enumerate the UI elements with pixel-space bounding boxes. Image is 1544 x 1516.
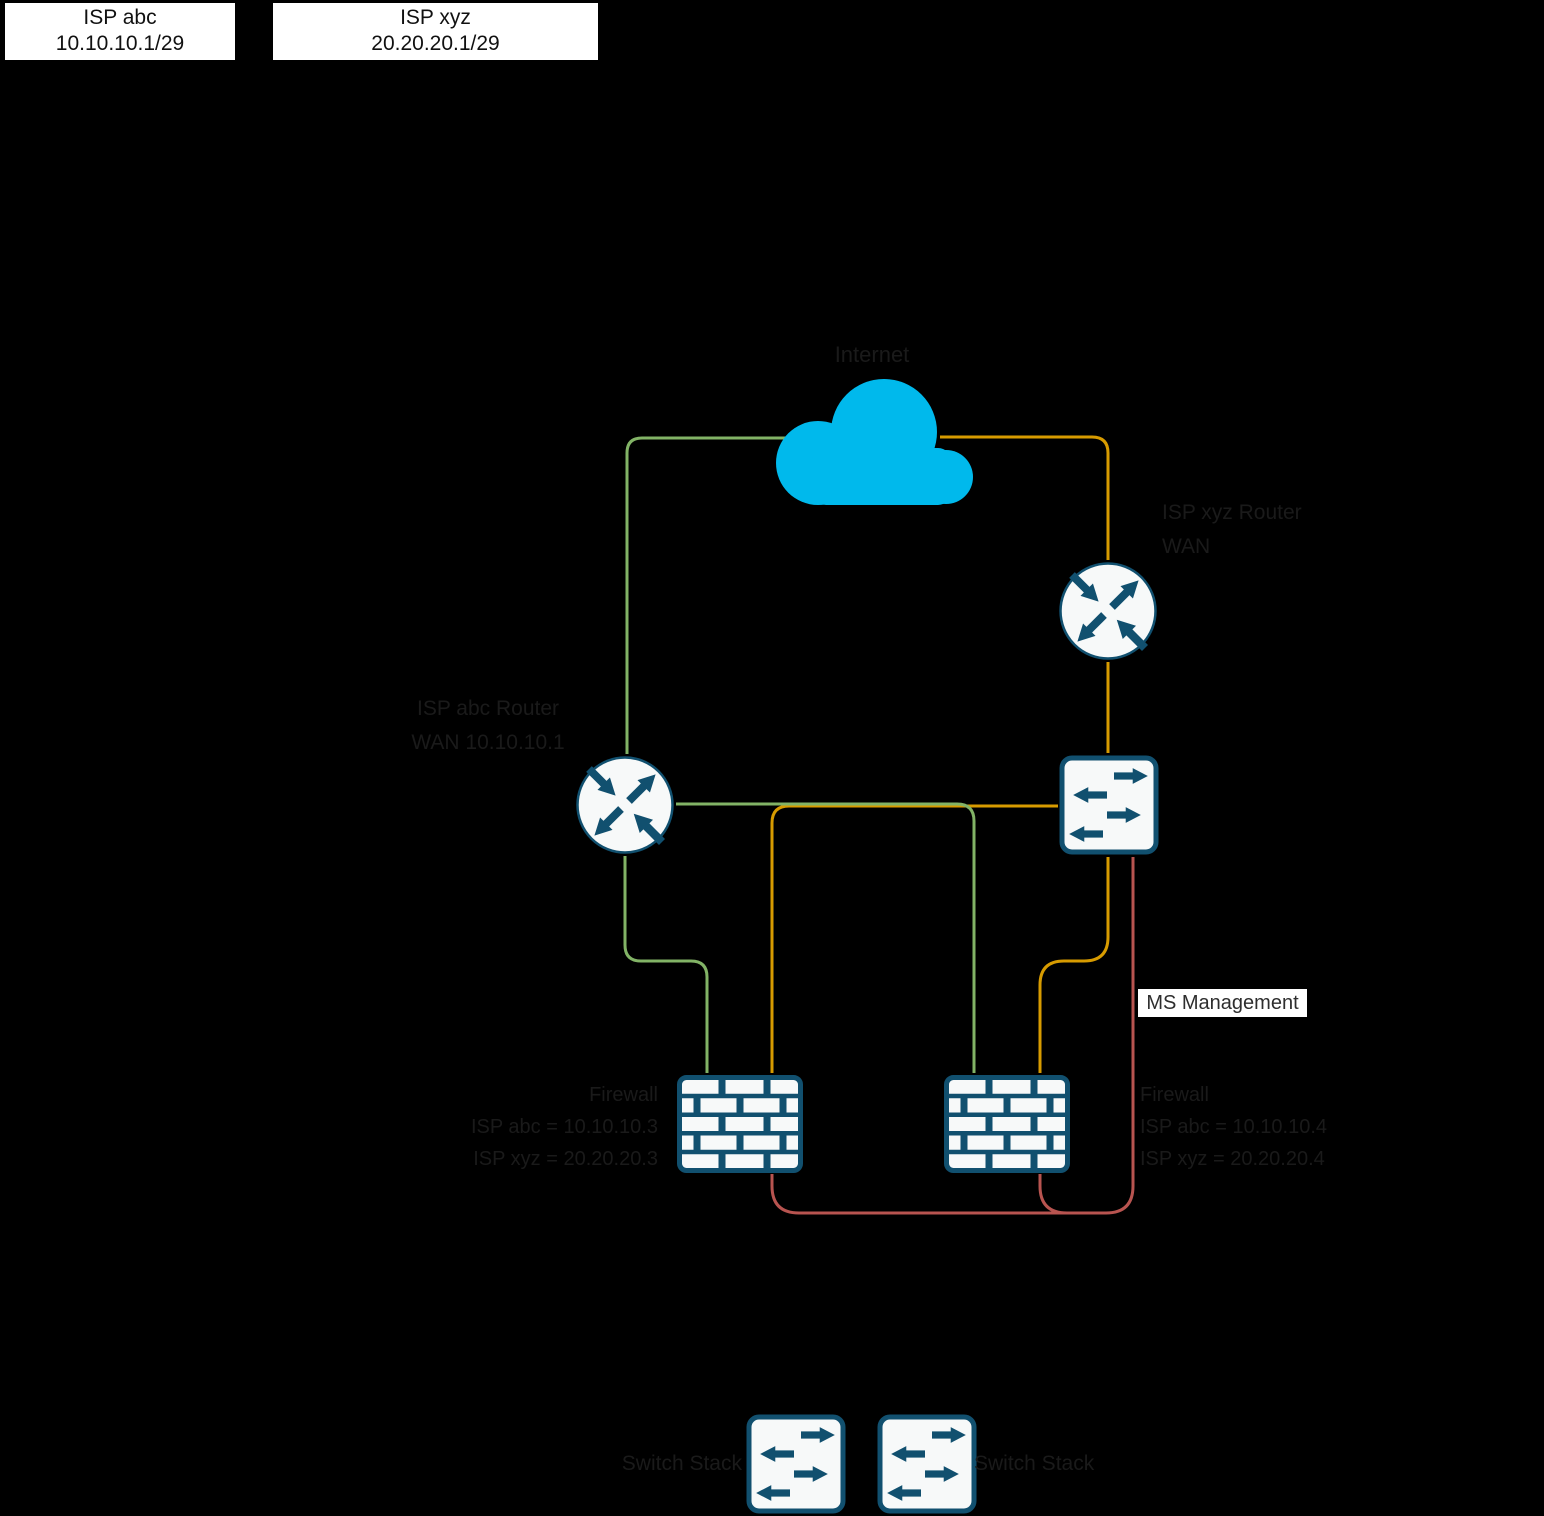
link-cloud-to-xyz-router — [940, 435, 1110, 560]
legend-isp-xyz-name: ISP xyz — [400, 6, 471, 29]
switch-stack-left-label: Switch Stack — [621, 1452, 742, 1475]
right-firewall-icon — [947, 1078, 1068, 1171]
legend-isp-abc-name: ISP abc — [83, 6, 157, 29]
isp-xyz-router-label-line2: WAN — [1162, 535, 1211, 558]
legend-isp-xyz: ISP xyz 20.20.20.1/29 — [273, 3, 598, 60]
switch-stack-right-icon — [880, 1417, 974, 1511]
switch-stack-right-label: Switch Stack — [974, 1452, 1095, 1475]
firewall-right-label: Firewall ISP abc = 10.10.10.4 ISP xyz = … — [1140, 1079, 1327, 1175]
isp-xyz-router-icon — [1061, 564, 1156, 659]
firewall-left-label-line3: ISP xyz = 20.20.20.3 — [473, 1148, 658, 1170]
switch-stack-left-icon — [749, 1417, 843, 1511]
firewall-left-label: Firewall ISP abc = 10.10.10.3 ISP xyz = … — [380, 1079, 658, 1175]
legend-isp-abc: ISP abc 10.10.10.1/29 — [5, 3, 235, 60]
link-wan-switch-to-left-firewall — [770, 804, 1058, 1073]
isp-abc-router-label: ISP abc Router WAN 10.10.10.1 — [378, 692, 598, 760]
internet-cloud-icon — [776, 379, 973, 505]
link-wan-switch-to-right-firewall — [1038, 857, 1110, 1073]
isp-xyz-router-label: ISP xyz Router WAN — [1162, 496, 1302, 564]
link-abc-router-to-right-firewall — [676, 802, 976, 1073]
firewall-left-label-line1: Firewall — [589, 1084, 658, 1106]
firewall-right-label-line2: ISP abc = 10.10.10.4 — [1140, 1116, 1328, 1138]
legend-isp-xyz-cidr: 20.20.20.1/29 — [371, 32, 500, 55]
legend-isp-abc-cidr: 10.10.10.1/29 — [55, 32, 185, 55]
isp-abc-router-icon — [578, 758, 673, 853]
left-firewall-icon — [680, 1078, 801, 1171]
firewall-left-label-line2: ISP abc = 10.10.10.3 — [470, 1116, 658, 1138]
internet-label: Internet — [834, 342, 910, 367]
isp-abc-router-label-line2: WAN 10.10.10.1 — [411, 731, 565, 754]
link-abc-router-to-left-firewall — [623, 856, 709, 1073]
isp-xyz-router-label-line1: ISP xyz Router — [1162, 501, 1302, 524]
isp-abc-router-label-line1: ISP abc Router — [416, 697, 560, 720]
link-right-firewall-management-bus — [1038, 1174, 1102, 1215]
link-cloud-to-abc-router — [625, 436, 800, 754]
firewall-right-label-line1: Firewall — [1140, 1084, 1209, 1106]
link-wan-switch-management-bus — [770, 857, 1135, 1215]
ms-management-label: MS Management — [1138, 989, 1307, 1017]
wan-switch-icon — [1062, 758, 1156, 852]
firewall-right-label-line3: ISP xyz = 20.20.20.4 — [1140, 1148, 1325, 1170]
